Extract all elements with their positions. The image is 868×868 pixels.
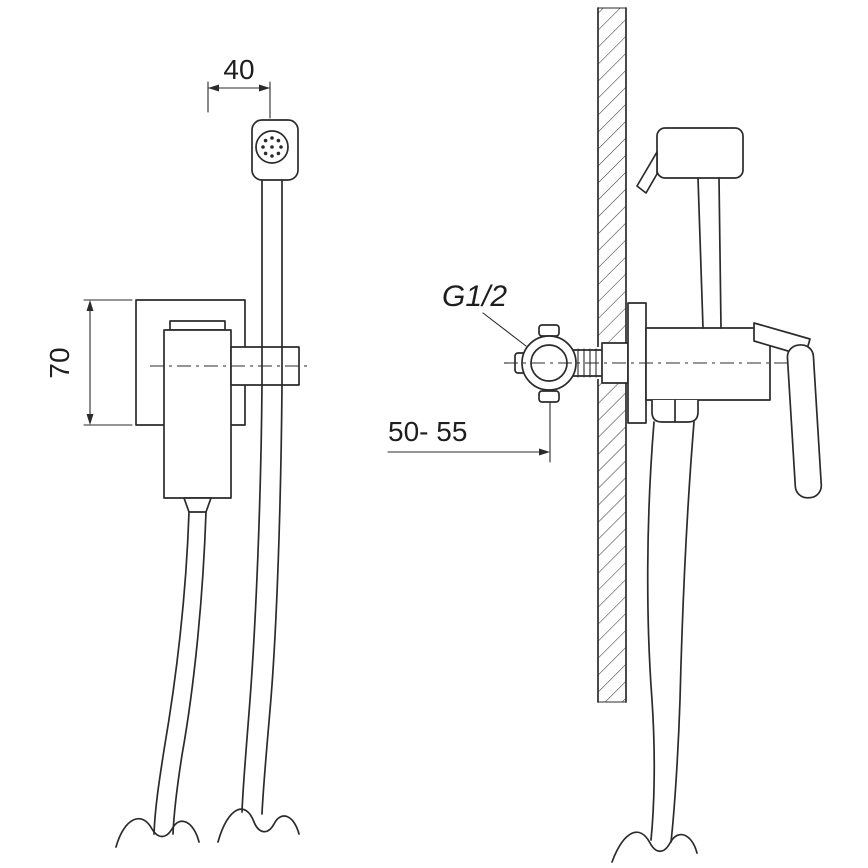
dimension-70-label: 70 [44, 347, 75, 378]
shower-head-front [251, 119, 299, 181]
head-spout [636, 151, 658, 194]
front-view: 40 70 [44, 54, 312, 848]
hose-break-line [611, 831, 698, 863]
thread-callout: G1/2 [442, 280, 527, 347]
shower-hose-side [646, 421, 695, 843]
dimension-40: 40 [207, 54, 271, 119]
valve-body-side [645, 327, 771, 401]
valve-body-cap-front [169, 320, 226, 331]
hose-nut-side [651, 399, 699, 423]
dimension-50-55-label: 50- 55 [388, 416, 467, 447]
hose-adapter-front [183, 497, 212, 513]
spray-face [255, 130, 289, 164]
thread-size-label: G1/2 [442, 280, 507, 313]
handle-wand-front [261, 177, 283, 386]
dimension-50-55: 50- 55 [387, 401, 551, 463]
supply-hose-front [153, 511, 207, 835]
valve-body-front [163, 329, 232, 499]
control-lever [753, 322, 823, 499]
side-view: G1/2 50- 55 [387, 7, 823, 863]
hose-break-line [115, 817, 200, 848]
shower-hose-front [241, 384, 283, 815]
handle-wand-side [697, 177, 722, 329]
hose-break-line [217, 808, 300, 843]
spray-nozzle-dots [261, 136, 283, 158]
leader-line [482, 312, 527, 347]
dimension-40-label: 40 [223, 54, 254, 85]
dimension-70: 70 [44, 299, 133, 426]
supply-elbow-flange [514, 324, 577, 403]
shower-head-side [636, 127, 744, 194]
